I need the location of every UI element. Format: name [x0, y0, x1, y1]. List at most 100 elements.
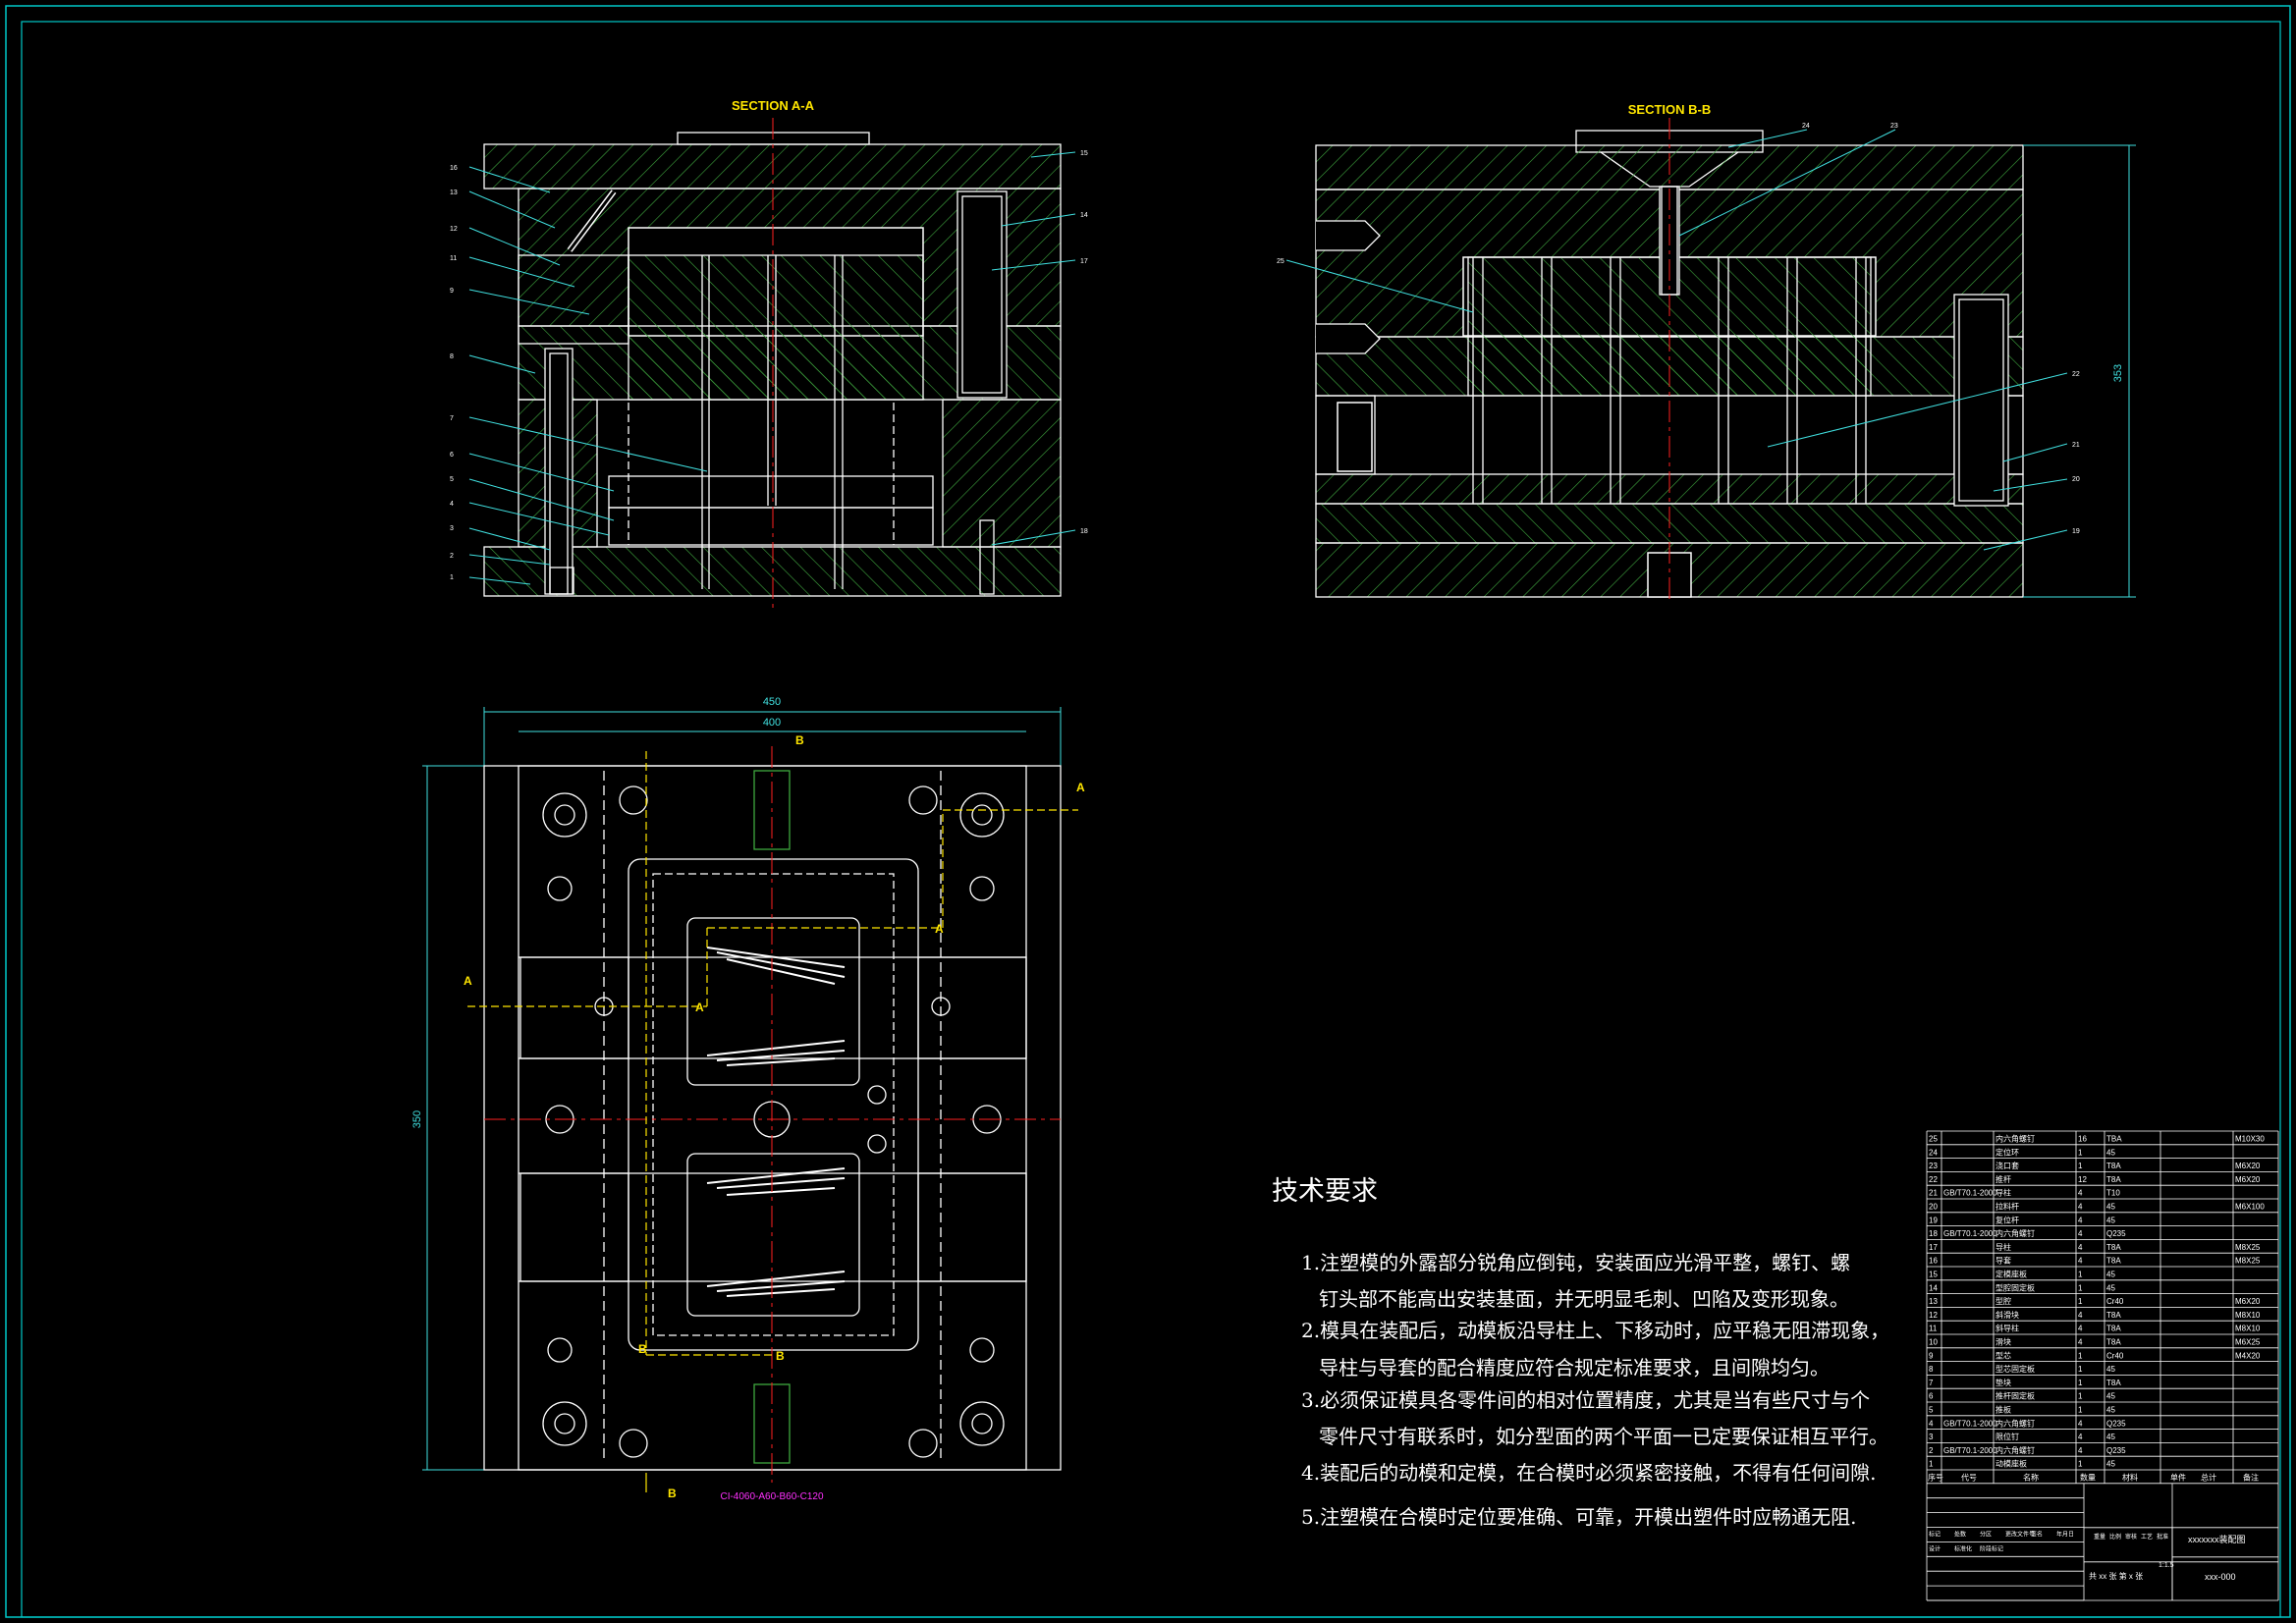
- bom-row-note: M8X10: [2235, 1311, 2261, 1320]
- bom-row-name: 内六角螺钉: [1995, 1445, 2035, 1455]
- bom-row-qty: 4: [2078, 1338, 2083, 1347]
- bom-row-mat: Q235: [2106, 1446, 2126, 1455]
- plan-note: CI-4060-A60-B60-C120: [720, 1491, 823, 1502]
- tech-req-line-7: 4.装配后的动模和定模，在合模时必须紧密接触，不得有任何间隙.: [1301, 1461, 1876, 1485]
- svg-text:18: 18: [1080, 528, 1088, 535]
- bom-row-name: 推杆: [1995, 1174, 2011, 1184]
- bom-row-no: 12: [1929, 1311, 1938, 1320]
- title-block-label: 处数: [1954, 1531, 1966, 1539]
- bom-row-mat: T8A: [2106, 1257, 2121, 1266]
- title-block-label: 签名: [2031, 1531, 2043, 1539]
- svg-text:17: 17: [1080, 258, 1088, 265]
- bb-height-dim: 353: [2112, 364, 2124, 382]
- technical-requirements: 技术要求 1.注塑模的外露部分锐角应倒钝，安装面应光滑平整，螺钉、螺 钉头部不能…: [1272, 1176, 1889, 1529]
- svg-text:5: 5: [450, 476, 454, 483]
- svg-text:13: 13: [450, 189, 458, 196]
- svg-text:22: 22: [2072, 371, 2080, 378]
- bom-row-mat: 45: [2106, 1203, 2115, 1212]
- bom-row-name: 内六角螺钉: [1995, 1134, 2035, 1144]
- bom-row-name: 滑块: [1995, 1337, 2011, 1347]
- bom-row-no: 5: [1929, 1406, 1934, 1415]
- section-b-b: SECTION B-B: [1285, 102, 2136, 604]
- svg-text:6: 6: [450, 452, 454, 459]
- title-block-drawing-no: xxx-000: [2205, 1572, 2236, 1582]
- bom-row-mat: Cr40: [2106, 1351, 2124, 1360]
- bom-row-mat: T8A: [2106, 1311, 2121, 1320]
- bom-row-mat: T8A: [2106, 1243, 2121, 1252]
- bom-row-qty: 4: [2078, 1433, 2083, 1441]
- plan-height-dim: 350: [411, 1110, 423, 1128]
- inner-border: [21, 21, 2281, 1618]
- tech-req-line-5: 3.必须保证模具各零件间的相对位置精度，尤其是当有些尺寸与个: [1301, 1388, 1870, 1412]
- bom-row-no: 8: [1929, 1365, 1934, 1374]
- bom-header-name: 名称: [2023, 1473, 2039, 1483]
- bom-row-note: M6X20: [2235, 1297, 2261, 1306]
- title-block-label: 更改文件号: [2005, 1531, 2035, 1539]
- title-block-label: 批准: [2157, 1533, 2168, 1541]
- bom-row-name: 拉料杆: [1995, 1202, 2019, 1212]
- bom-header-note: 备注: [2243, 1473, 2259, 1483]
- bom-row-no: 7: [1929, 1379, 1934, 1387]
- title-block-label: 审核: [2125, 1533, 2137, 1541]
- bom-row-note: M8X10: [2235, 1325, 2261, 1333]
- section-aa-title: SECTION A-A: [732, 98, 815, 113]
- svg-text:23: 23: [1890, 123, 1898, 130]
- bom-row-no: 24: [1929, 1148, 1938, 1157]
- bom-row-mat: Q235: [2106, 1419, 2126, 1428]
- section-marker-b-inner2: B: [776, 1349, 785, 1363]
- bom-row-std: GB/T70.1-2000: [1943, 1229, 1997, 1238]
- bom-row-note: M6X20: [2235, 1162, 2261, 1170]
- title-block-sheets: 共 xx 张 第 x 张: [2089, 1571, 2143, 1581]
- title-block-label: 年月日: [2056, 1531, 2074, 1539]
- bom-row-qty: 1: [2078, 1271, 2083, 1279]
- bom-row-name: 浇口套: [1995, 1161, 2019, 1170]
- section-marker-b-bottom: B: [668, 1487, 677, 1500]
- bom-row-name: 复位杆: [1995, 1215, 2019, 1224]
- bom-row-qty: 4: [2078, 1446, 2083, 1455]
- bom-row-mat: T8A: [2106, 1338, 2121, 1347]
- bom-row-note: M10X30: [2235, 1135, 2265, 1144]
- bom-row-mat: T10: [2106, 1189, 2120, 1198]
- bom-row-qty: 4: [2078, 1189, 2083, 1198]
- bom-row-no: 25: [1929, 1135, 1938, 1144]
- bom-row-mat: TBA: [2106, 1135, 2122, 1144]
- bom-row-mat: T8A: [2106, 1175, 2121, 1184]
- bom-row-qty: 4: [2078, 1311, 2083, 1320]
- bom-header-qty: 数量: [2080, 1473, 2096, 1483]
- bom-row-mat: 45: [2106, 1148, 2115, 1157]
- title-block-label: 比例: [2109, 1533, 2121, 1541]
- bom-row-mat: 45: [2106, 1392, 2115, 1401]
- bom-row-mat: 45: [2106, 1365, 2115, 1374]
- bom-row-no: 15: [1929, 1271, 1938, 1279]
- plan-view: 450 400 350: [411, 696, 1085, 1502]
- bom-row-mat: 45: [2106, 1271, 2115, 1279]
- bom-row-qty: 1: [2078, 1379, 2083, 1387]
- bom-row-no: 10: [1929, 1338, 1938, 1347]
- bom-row-qty: 4: [2078, 1243, 2083, 1252]
- bom-row-mat: 45: [2106, 1433, 2115, 1441]
- bom-row-qty: 4: [2078, 1325, 2083, 1333]
- section-a-a: SECTION A-A: [468, 98, 1076, 609]
- bom-row-mat: 45: [2106, 1406, 2115, 1415]
- plan-outer-width-dim: 450: [763, 696, 781, 708]
- title-block: xxxxxxx装配图xxx-0001:1.5共 xx 张 第 x 张标记处数分区…: [1926, 1483, 2279, 1601]
- bom-row-qty: 16: [2078, 1135, 2087, 1144]
- bom-row-mat: Q235: [2106, 1229, 2126, 1238]
- tech-req-line-4: 导柱与导套的配合精度应符合规定标准要求，且间隙均匀。: [1319, 1356, 1830, 1380]
- bom-row-no: 21: [1929, 1189, 1938, 1198]
- bom-row-name: 垫块: [1995, 1378, 2011, 1387]
- bom-header-mat: 材料: [2122, 1473, 2138, 1483]
- svg-text:8: 8: [450, 353, 454, 360]
- bom-row-no: 16: [1929, 1257, 1938, 1266]
- tech-req-line-8: 5.注塑模在合模时定位要准确、可靠，开模出塑件时应畅通无阻.: [1301, 1505, 1856, 1529]
- bom-row-qty: 1: [2078, 1148, 2083, 1157]
- svg-text:11: 11: [450, 255, 457, 262]
- bom-row-name: 限位钉: [1995, 1432, 2019, 1441]
- svg-text:15: 15: [1080, 150, 1088, 157]
- section-marker-b-inner: B: [638, 1342, 647, 1356]
- tech-req-line-2: 钉头部不能高出安装基面，并无明显毛刺、凹陷及变形现象。: [1319, 1287, 1849, 1311]
- bom-row-qty: 12: [2078, 1175, 2087, 1184]
- bom-row-name: 型腔固定板: [1995, 1282, 2035, 1292]
- bom-row-mat: T8A: [2106, 1379, 2121, 1387]
